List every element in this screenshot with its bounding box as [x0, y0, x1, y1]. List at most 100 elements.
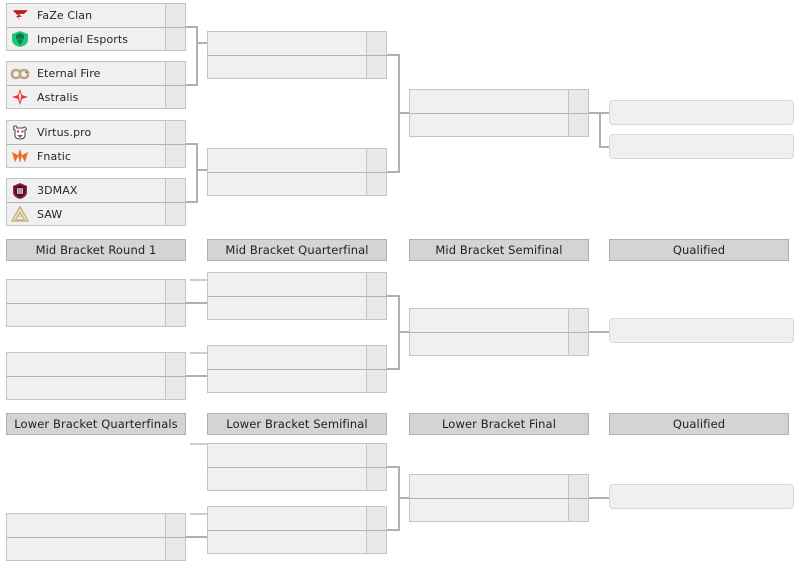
team-row[interactable]	[207, 369, 387, 393]
team-row[interactable]	[409, 113, 589, 137]
team-score	[366, 173, 386, 195]
match-lower-sf-2[interactable]	[207, 506, 387, 554]
team-name: Imperial Esports	[37, 32, 129, 46]
match-mid-sf-1[interactable]	[409, 308, 589, 356]
team-score	[366, 444, 386, 467]
qualified-slot-upper-2[interactable]	[609, 134, 794, 159]
team-name: SAW	[37, 207, 63, 221]
team-score	[366, 149, 386, 172]
team-row[interactable]: Astralis	[6, 85, 186, 109]
team-score	[165, 62, 185, 85]
eternalfire-logo	[7, 63, 33, 85]
team-name: Fnatic	[37, 149, 72, 163]
match-mid-r1-2[interactable]	[6, 352, 186, 400]
team-score	[165, 304, 185, 326]
team-row[interactable]	[207, 296, 387, 320]
team-score	[165, 179, 185, 202]
header-mid-round1: Mid Bracket Round 1	[6, 239, 186, 261]
astralis-logo	[7, 86, 33, 108]
team-row[interactable]: SAW	[6, 202, 186, 226]
team-score	[568, 333, 588, 355]
qualified-team-name	[610, 319, 793, 329]
faze-logo	[7, 5, 33, 27]
team-row[interactable]	[409, 332, 589, 356]
team-row[interactable]	[207, 55, 387, 79]
connector-stub	[190, 279, 207, 281]
team-score	[165, 203, 185, 225]
saw-logo	[7, 203, 33, 225]
team-score	[366, 507, 386, 530]
match-mid-r1-1[interactable]	[6, 279, 186, 327]
connector	[186, 302, 207, 304]
team-row[interactable]	[207, 148, 387, 172]
team-score	[366, 56, 386, 78]
qualified-team-name	[610, 485, 793, 495]
match-upper-r2-2[interactable]	[207, 148, 387, 196]
qualified-slot-mid-1[interactable]	[609, 318, 794, 343]
team-row[interactable]: Eternal Fire	[6, 61, 186, 85]
team-row[interactable]: 3DMAX	[6, 178, 186, 202]
team-score	[366, 370, 386, 392]
team-row[interactable]: Fnatic	[6, 144, 186, 168]
header-lower-semifinal: Lower Bracket Semifinal	[207, 413, 387, 435]
connector	[387, 295, 400, 297]
team-score	[366, 297, 386, 319]
team-score	[568, 114, 588, 136]
team-row[interactable]	[207, 467, 387, 491]
team-row[interactable]	[409, 308, 589, 332]
team-row[interactable]	[6, 513, 186, 537]
connector	[589, 112, 601, 114]
match-upper-r1-3[interactable]: Virtus.pro Fnatic	[6, 120, 186, 168]
team-score	[366, 468, 386, 490]
team-score	[366, 346, 386, 369]
qualified-slot-lower-1[interactable]	[609, 484, 794, 509]
team-score	[165, 86, 185, 108]
team-name: Astralis	[37, 90, 79, 104]
team-row[interactable]	[6, 537, 186, 561]
match-lower-sf-1[interactable]	[207, 443, 387, 491]
match-upper-r1-2[interactable]: Eternal Fire Astralis	[6, 61, 186, 109]
team-row[interactable]	[207, 172, 387, 196]
match-lower-final-1[interactable]	[409, 474, 589, 522]
team-row[interactable]	[6, 376, 186, 400]
connector	[398, 331, 410, 333]
team-row[interactable]	[6, 303, 186, 327]
team-row[interactable]	[6, 352, 186, 376]
team-row[interactable]	[207, 530, 387, 554]
team-row[interactable]: Imperial Esports	[6, 27, 186, 51]
match-lower-qf-1[interactable]	[6, 513, 186, 561]
header-mid-quarterfinal: Mid Bracket Quarterfinal	[207, 239, 387, 261]
qualified-slot-upper-1[interactable]	[609, 100, 794, 125]
team-row[interactable]	[207, 31, 387, 55]
connector	[186, 536, 207, 538]
team-row[interactable]: FaZe Clan	[6, 3, 186, 27]
connector	[196, 143, 198, 203]
team-score	[568, 475, 588, 498]
team-row[interactable]: Virtus.pro	[6, 120, 186, 144]
connector	[186, 375, 207, 377]
connector	[398, 112, 410, 114]
qualified-team-name	[610, 101, 793, 111]
match-upper-r3-1[interactable]	[409, 89, 589, 137]
team-row[interactable]	[207, 272, 387, 296]
team-score	[366, 531, 386, 553]
team-row[interactable]	[409, 498, 589, 522]
match-upper-r2-1[interactable]	[207, 31, 387, 79]
match-upper-r1-4[interactable]: 3DMAX SAW	[6, 178, 186, 226]
team-row[interactable]	[6, 279, 186, 303]
match-mid-qf-1[interactable]	[207, 272, 387, 320]
team-row[interactable]	[207, 345, 387, 369]
team-row[interactable]	[207, 443, 387, 467]
match-mid-qf-2[interactable]	[207, 345, 387, 393]
team-score	[165, 353, 185, 376]
connector	[387, 529, 400, 531]
connector-stub	[190, 443, 207, 445]
connector	[599, 112, 601, 148]
team-name: Eternal Fire	[37, 67, 101, 80]
team-row[interactable]	[409, 89, 589, 113]
team-row[interactable]	[409, 474, 589, 498]
match-upper-r1-1[interactable]: FaZe Clan Imperial Esports	[6, 3, 186, 51]
team-row[interactable]	[207, 506, 387, 530]
connector	[196, 42, 208, 44]
